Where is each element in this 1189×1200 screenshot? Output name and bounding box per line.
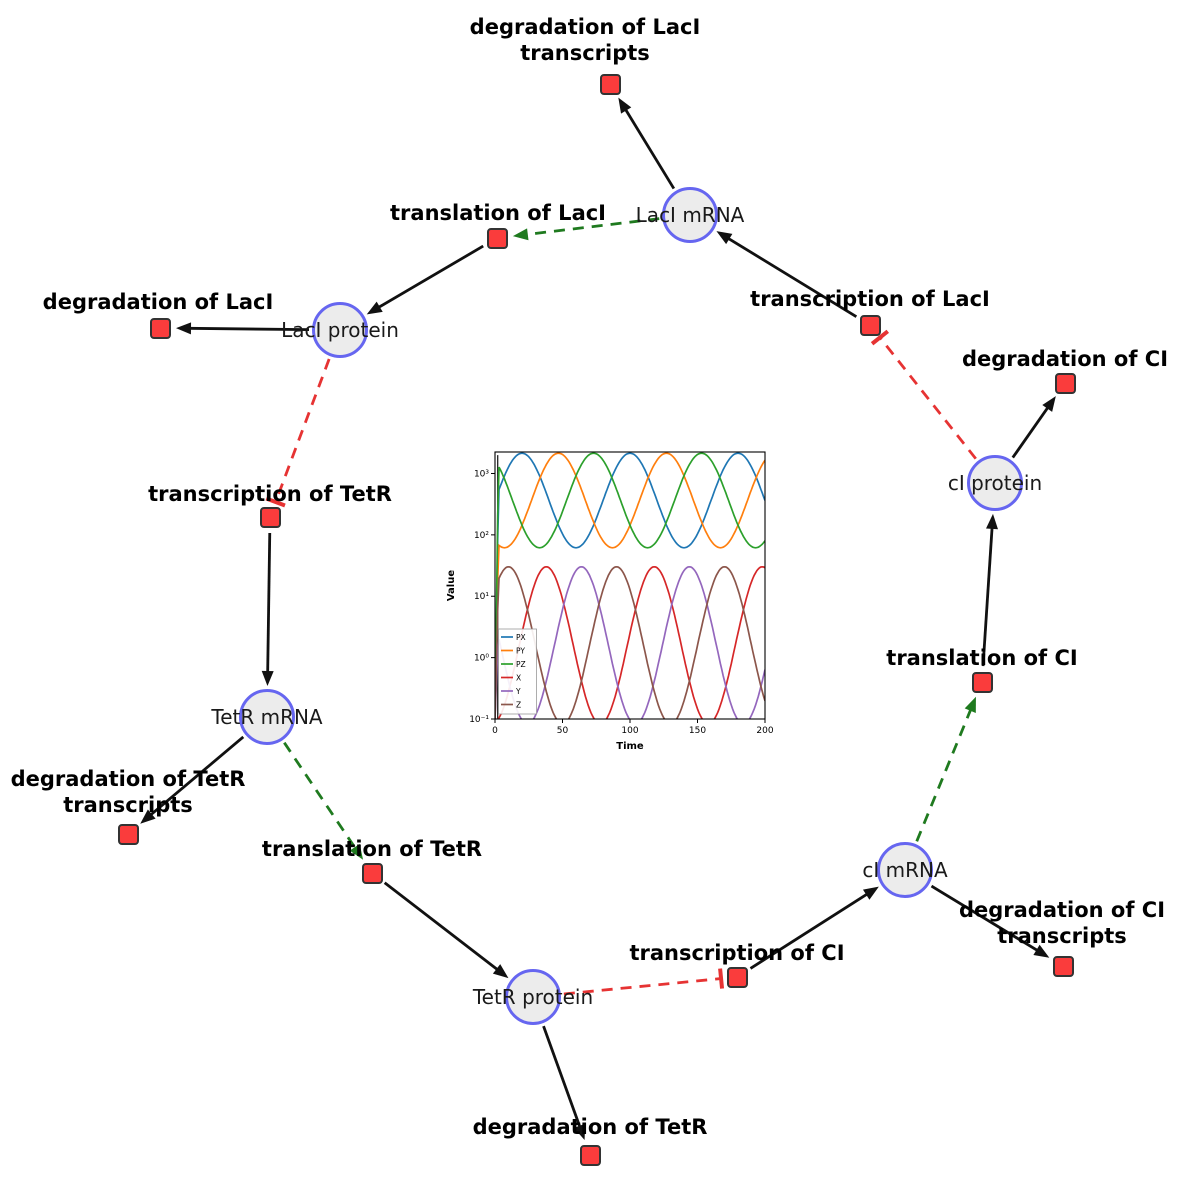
reaction-label-transcription-tetr: transcription of TetR [148,481,392,507]
series-Y-line [495,565,765,719]
reaction-node-deg-laci[interactable] [149,317,171,339]
reaction-label-translation-tetr: translation of TetR [262,836,482,862]
species-label-ci-mrna: cI mRNA [862,858,948,882]
edge-translation-tetr-to-tetr-protein [383,881,500,972]
species-node-ci-mrna[interactable] [877,842,933,898]
edge-tetr-mrna-to-translation-tetr [283,741,358,851]
legend-entry-PX: PX [516,633,526,642]
reaction-label-translation-laci: translation of LacI [390,200,606,226]
reaction-label-line: translation of CI [886,646,1078,670]
species-label-tetr-protein: TetR protein [472,985,594,1009]
reaction-node-deg-tetr[interactable] [579,1144,601,1166]
edge-ci-mrna-to-translation-ci-arrowhead-icon [964,696,976,713]
reaction-label-line: transcripts [520,41,650,65]
reaction-node-translation-ci[interactable] [971,671,993,693]
reaction-node-transcription-tetr[interactable] [259,506,281,528]
species-label-laci-protein: LacI protein [281,318,399,342]
reaction-label-line: transcripts [997,924,1127,948]
reaction-label-line: degradation of CI [961,347,1169,371]
species-label-tetr-mrna: TetR mRNA [211,705,323,729]
series-PZ-line [495,452,765,719]
y-axis-label: Value [446,570,457,601]
edge-translation-tetr-to-tetr-protein-arrowhead-icon [492,964,509,979]
edge-laci-mrna-to-translation-laci-arrowhead-icon [512,228,529,241]
y-tick-label: 10⁻¹ [469,715,489,725]
reaction-node-deg-ci-transcripts[interactable] [1052,955,1074,977]
x-tick-label: 150 [689,726,706,736]
reaction-label-line: translation of LacI [390,201,606,225]
edge-transcription-laci-to-laci-mrna-arrowhead-icon [716,231,733,245]
y-tick-label: 10¹ [474,592,489,602]
edge-transcription-tetr-to-tetr-mrna [266,532,272,675]
reaction-node-transcription-laci[interactable] [859,314,881,336]
edge-ci-mrna-to-translation-ci [915,707,973,842]
reaction-label-deg-laci: degradation of LacI [43,289,274,315]
edge-translation-laci-to-laci-protein [376,244,484,310]
x-tick-label: 100 [621,726,638,736]
reaction-node-deg-laci-transcripts[interactable] [599,73,621,95]
edge-transcription-tetr-to-tetr-mrna-arrowhead-icon [261,670,274,687]
edge-ci-protein-to-deg-ci-arrowhead-icon [1042,396,1056,412]
x-axis-label: Time [616,741,644,752]
reaction-label-transcription-laci: transcription of LacI [750,286,990,312]
y-tick-label: 10³ [474,469,489,479]
species-label-ci-protein: cI protein [947,471,1043,495]
reaction-label-line: degradation of TetR [10,767,246,791]
chart-legend: PX PY PZ XYZ [498,628,537,715]
legend-entry-X: X [516,673,521,682]
x-tick-label: 0 [492,726,498,736]
species-node-tetr-mrna[interactable] [239,689,295,745]
edge-translation-ci-to-ci-protein-arrowhead-icon [986,513,998,530]
reaction-label-line: transcription of LacI [750,287,990,311]
reaction-label-line: degradation of CI [958,898,1166,922]
legend-entry-PZ: PZ [516,660,526,669]
species-node-laci-mrna[interactable] [662,187,718,243]
reaction-label-transcription-ci: transcription of CI [629,940,844,966]
species-node-ci-protein[interactable] [967,455,1023,511]
edge-ci-protein-to-deg-ci [1011,405,1051,459]
reaction-label-deg-tetr: degradation of TetR [473,1114,708,1140]
reaction-label-line: translation of TetR [261,837,483,861]
reaction-node-deg-tetr-transcripts[interactable] [117,823,139,845]
edge-laci-mrna-to-deg-laci-transcripts-arrowhead-icon [618,97,632,114]
species-node-tetr-protein[interactable] [505,969,561,1025]
edge-transcription-ci-to-ci-mrna-arrowhead-icon [862,886,879,900]
x-tick-label: 50 [557,726,569,736]
series-X-line [495,565,765,719]
series-Z-line [495,565,765,719]
reaction-label-line: transcripts [63,793,193,817]
reaction-label-line: degradation of LacI [469,15,701,39]
reaction-label-line: transcription of TetR [148,482,392,506]
reaction-label-deg-ci: degradation of CI [962,346,1168,372]
reaction-node-transcription-ci[interactable] [726,966,748,988]
reaction-node-translation-laci[interactable] [486,227,508,249]
edge-tetr-protein-to-transcription-ci-inhibition-bar [718,968,725,989]
edge-laci-mrna-to-deg-laci-transcripts [623,107,676,190]
reaction-label-translation-ci: translation of CI [886,645,1077,671]
reaction-label-line: transcription of CI [629,941,845,965]
species-label-laci-mrna: LacI mRNA [635,203,745,227]
legend-entry-Y: Y [515,687,521,696]
y-tick-label: 10⁰ [474,654,489,664]
reaction-label-line: degradation of TetR [472,1115,708,1139]
x-tick-label: 200 [756,726,773,736]
edge-laci-protein-to-deg-laci-arrowhead-icon [175,322,192,335]
y-tick-label: 10² [474,531,489,541]
legend-entry-PY: PY [516,646,525,655]
reaction-node-deg-ci[interactable] [1054,372,1076,394]
reaction-label-line: degradation of LacI [42,290,274,314]
reaction-node-translation-tetr[interactable] [361,862,383,884]
legend-entry-Z: Z [516,700,521,709]
edge-translation-laci-to-laci-protein-arrowhead-icon [366,301,383,315]
species-node-laci-protein[interactable] [312,302,368,358]
